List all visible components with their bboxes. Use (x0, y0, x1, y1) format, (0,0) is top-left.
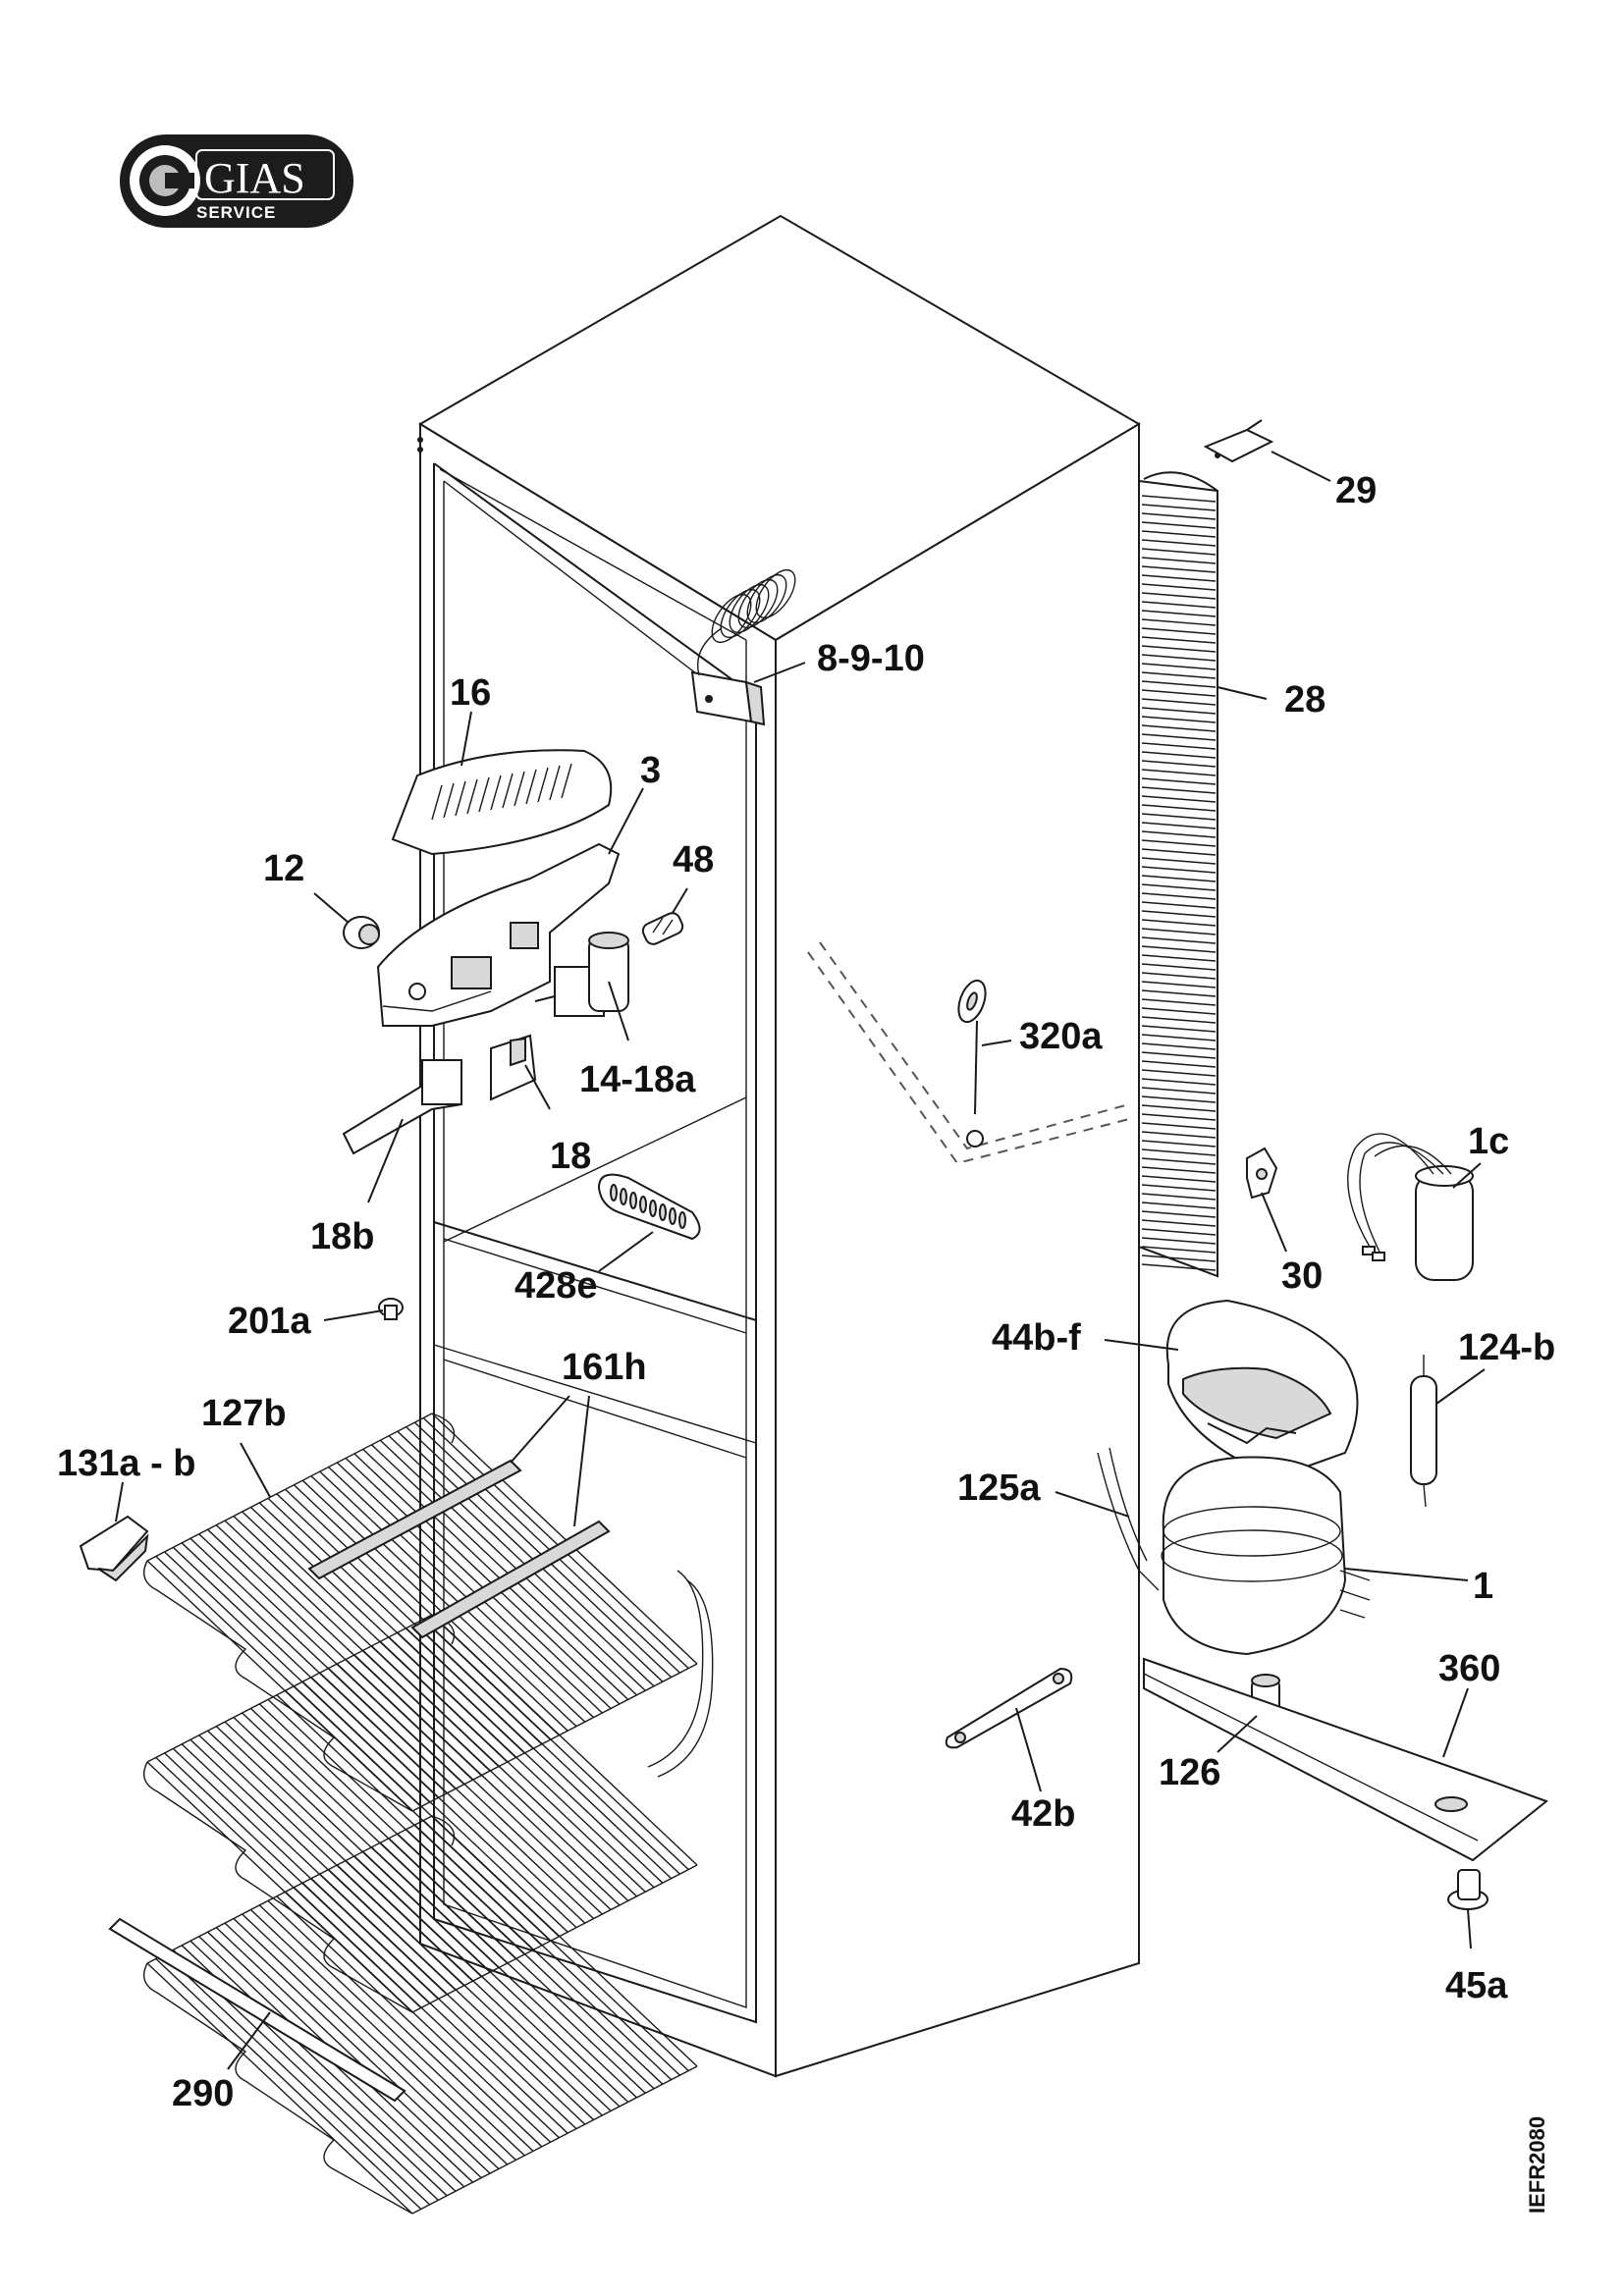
bulb (641, 912, 684, 945)
part-label-44b-f: 44b-f (992, 1317, 1081, 1359)
part-label-12: 12 (263, 848, 304, 889)
switch (534, 932, 629, 1017)
part-label-29: 29 (1335, 470, 1377, 511)
part-label-8-9-10: 8-9-10 (817, 638, 925, 679)
part-label-428e: 428e (514, 1265, 598, 1307)
lamp-cover (391, 749, 613, 856)
shelf-supports (307, 1459, 611, 1639)
part-label-131a-b: 131a - b (57, 1443, 196, 1484)
part-label-1c: 1c (1468, 1121, 1509, 1162)
condenser (1138, 471, 1218, 1278)
shaft (342, 1059, 463, 1155)
part-labels: 29 8-9-10 28 16 3 12 48 320a 14-18a 1c 1… (57, 470, 1555, 2114)
part-label-320a: 320a (1019, 1016, 1103, 1057)
logo-brand: GIAS (204, 154, 305, 202)
drip-tray (1165, 1299, 1359, 1479)
bracket (1203, 419, 1274, 463)
part-label-28: 28 (1284, 679, 1325, 721)
part-label-30: 30 (1281, 1255, 1323, 1297)
part-label-18: 18 (550, 1136, 591, 1177)
pipe (1097, 1447, 1160, 1591)
part-label-1: 1 (1473, 1566, 1493, 1607)
compressor-base (1143, 1657, 1549, 1862)
part-label-124-b: 124-b (1458, 1327, 1555, 1368)
part-label-48: 48 (673, 839, 714, 881)
logo-subtitle: SERVICE (196, 203, 276, 222)
hinge-plate (945, 1667, 1073, 1749)
part-label-125a: 125a (957, 1468, 1041, 1509)
leader-lines (115, 451, 1486, 2070)
part-label-290: 290 (172, 2073, 234, 2114)
thermostat (690, 568, 796, 726)
light-bracket (376, 842, 621, 1027)
capacitor (1347, 1133, 1474, 1281)
part-label-161h: 161h (562, 1347, 647, 1388)
shelf-clip (79, 1515, 149, 1582)
part-label-127b: 127b (201, 1393, 287, 1434)
front-trim (108, 1917, 406, 2103)
probe (957, 979, 987, 1148)
part-label-360: 360 (1438, 1648, 1500, 1689)
part-label-201a: 201a (228, 1301, 311, 1342)
knob (490, 1034, 537, 1101)
part-label-42b: 42b (1011, 1793, 1075, 1835)
part-label-45a: 45a (1445, 1965, 1508, 2006)
lamp-holder (343, 916, 380, 949)
grille (597, 1173, 701, 1241)
part-label-126: 126 (1159, 1752, 1220, 1793)
part-label-14-18a: 14-18a (579, 1059, 696, 1100)
gias-service-logo: GIAS SERVICE (120, 134, 353, 228)
clip (1246, 1147, 1278, 1200)
evaporator (143, 1413, 714, 2215)
part-label-3: 3 (640, 750, 661, 791)
document-code: IEFR2080 (1525, 2116, 1549, 2214)
part-label-18b: 18b (310, 1216, 374, 1257)
compressor (1161, 1456, 1371, 1656)
screw (378, 1298, 404, 1320)
foot (1447, 1869, 1488, 1910)
filter-drier (1410, 1355, 1437, 1508)
part-label-16: 16 (450, 672, 491, 714)
